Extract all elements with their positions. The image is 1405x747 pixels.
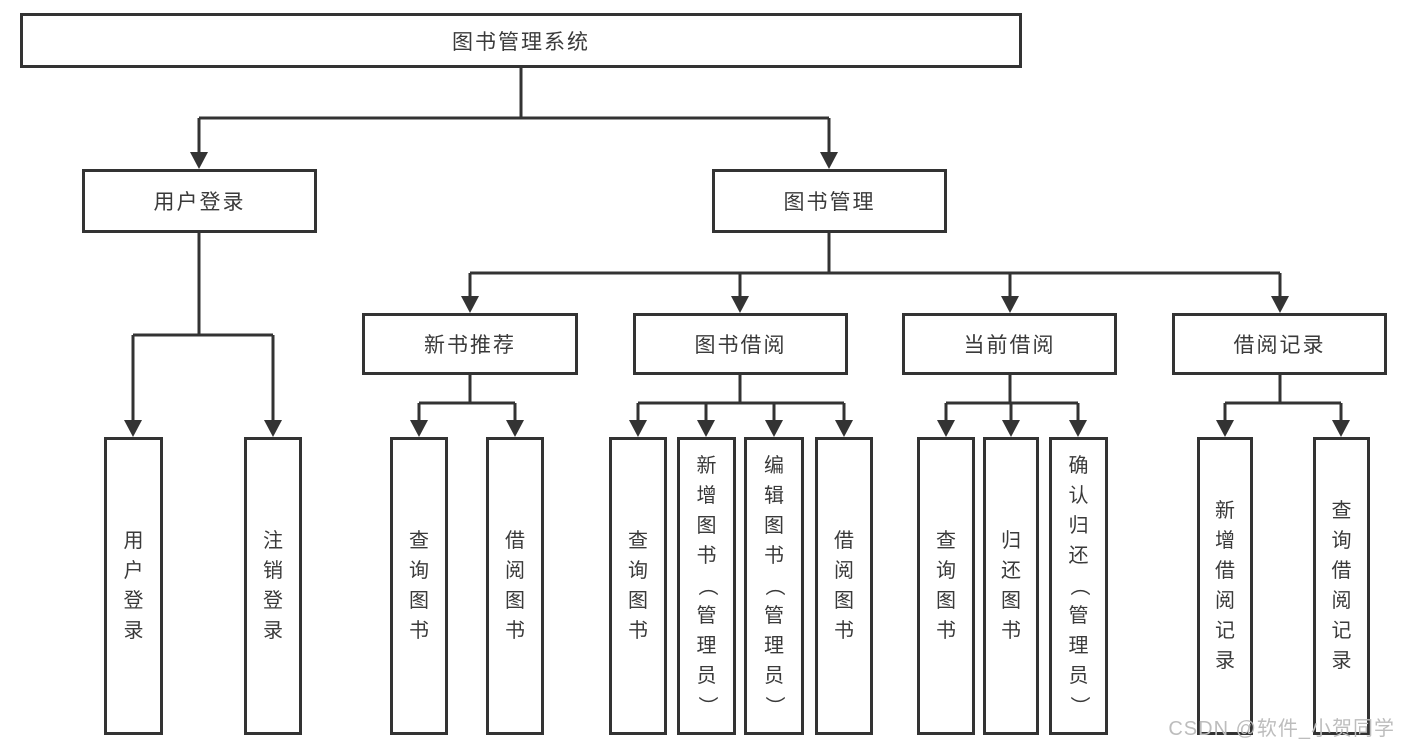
leaf-label: 新增图书（管理员）	[695, 455, 718, 716]
leaf-query-books-current: 查询图书	[917, 437, 975, 735]
leaf-label: 查询借阅记录	[1331, 500, 1352, 672]
leaf-label: 借阅图书	[505, 530, 525, 642]
node-book-management: 图书管理	[712, 169, 947, 233]
node-label: 借阅记录	[1233, 334, 1326, 357]
leaf-query-borrow-record: 查询借阅记录	[1313, 437, 1370, 735]
node-label: 用户登录	[153, 191, 246, 214]
node-user-login: 用户登录	[82, 169, 317, 233]
leaf-edit-books-admin: 编辑图书（管理员）	[744, 437, 804, 735]
node-borrow-records: 借阅记录	[1172, 313, 1387, 375]
node-label: 图书管理	[783, 191, 876, 214]
node-system-root: 图书管理系统	[20, 13, 1022, 68]
leaf-label: 借阅图书	[834, 530, 854, 642]
node-label: 新书推荐	[424, 334, 516, 357]
leaf-logout: 注销登录	[244, 437, 302, 735]
leaf-label: 新增借阅记录	[1215, 500, 1235, 672]
leaf-label: 查询图书	[628, 530, 648, 642]
leaf-borrow-books: 借阅图书	[815, 437, 873, 735]
leaf-return-books: 归还图书	[983, 437, 1039, 735]
node-book-borrow: 图书借阅	[633, 313, 848, 375]
node-label: 图书管理系统	[452, 30, 590, 54]
node-label: 当前借阅	[963, 334, 1056, 357]
node-label: 图书借阅	[694, 334, 787, 357]
leaf-confirm-return-admin: 确认归还（管理员）	[1049, 437, 1108, 735]
leaf-label: 确认归还（管理员）	[1067, 455, 1090, 716]
leaf-borrow-books-recommend: 借阅图书	[486, 437, 544, 735]
leaf-label: 查询图书	[936, 530, 956, 642]
leaf-label: 归还图书	[1001, 530, 1021, 642]
leaf-label: 编辑图书（管理员）	[763, 455, 785, 716]
leaf-user-login: 用户登录	[104, 437, 163, 735]
leaf-label: 查询图书	[409, 530, 429, 642]
node-new-book-recommend: 新书推荐	[362, 313, 578, 375]
leaf-label: 用户登录	[123, 530, 144, 642]
leaf-add-books-admin: 新增图书（管理员）	[677, 437, 736, 735]
node-current-borrow: 当前借阅	[902, 313, 1117, 375]
connector-arrowheads	[124, 152, 1350, 437]
leaf-query-books-borrow: 查询图书	[609, 437, 667, 735]
leaf-label: 注销登录	[263, 530, 283, 642]
csdn-watermark: CSDN @软件_小贺同学	[1168, 718, 1395, 740]
leaf-query-books-recommend: 查询图书	[390, 437, 448, 735]
connector-shafts	[131, 66, 1343, 422]
leaf-add-borrow-record: 新增借阅记录	[1197, 437, 1253, 735]
